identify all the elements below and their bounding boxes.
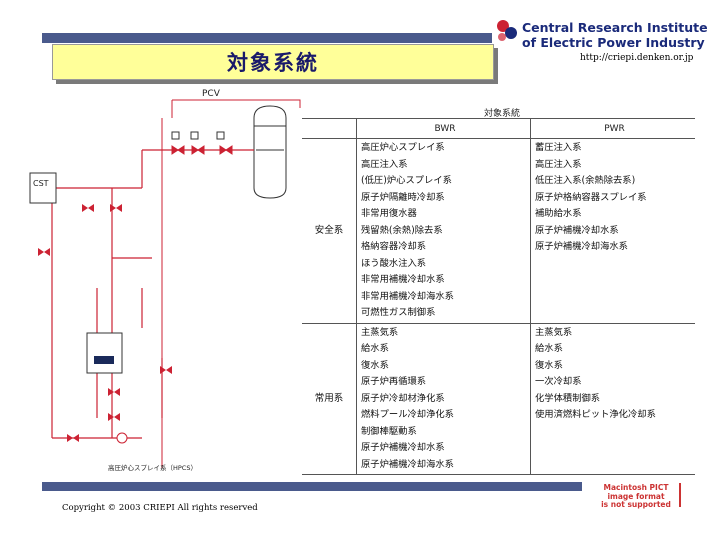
bwr-system-item: 原子炉再循環系 xyxy=(361,376,427,387)
criepi-logo: Central Research Institute of Electric P… xyxy=(494,14,708,54)
bwr-system-item: 復水系 xyxy=(361,359,389,371)
pwr-system-item: 給水系 xyxy=(535,343,563,354)
pwr-system-item: 化学体積制御系 xyxy=(535,392,601,404)
pwr-system-item: 低圧注入系(余熱除去系) xyxy=(535,175,636,186)
bwr-system-item: 原子炉冷却材浄化系 xyxy=(361,392,445,404)
page-title: 対象系統 xyxy=(227,51,319,75)
bwr-system-item: 原子炉補機冷却水系 xyxy=(361,442,445,453)
bwr-system-item: ほう酸水注入系 xyxy=(361,257,427,269)
category-cell: 安全系 xyxy=(302,138,357,324)
org-name-line1: Central Research Institute xyxy=(522,20,708,35)
pwr-system-item: 原子炉補機冷却海水系 xyxy=(535,241,628,252)
bwr-system-item: 原子炉隔離時冷却系 xyxy=(361,191,445,203)
header-bwr: BWR xyxy=(356,118,531,139)
pwr-cell: 蓄圧注入系高圧注入系低圧注入系(余熱除去系) 原子炉格納容器スプレイ系補助給水系原… xyxy=(530,138,695,324)
pwr-system-item: 原子炉補機冷却水系 xyxy=(535,224,619,236)
cst-label: CST xyxy=(33,179,49,188)
suppression-pool xyxy=(86,332,123,374)
target-systems-table: BWR PWR 安全系高圧炉心スプレイ系高圧注入系(低圧)炉心スプレイ系原子炉隔… xyxy=(302,118,695,475)
pcv-label: PCV xyxy=(202,89,221,99)
misc-valves xyxy=(38,204,172,442)
pwr-system-item: 原子炉格納容器スプレイ系 xyxy=(535,191,647,203)
pwr-system-item: 復水系 xyxy=(535,359,563,371)
cst-tank xyxy=(29,172,57,204)
pict-line-3: is not supported xyxy=(601,500,671,509)
bwr-system-item: 可燃性ガス制御系 xyxy=(361,307,436,318)
table-body: 安全系高圧炉心スプレイ系高圧注入系(低圧)炉心スプレイ系原子炉隔離時冷却系非常用… xyxy=(302,138,695,475)
hpcs-label: 高圧炉心スプレイ系（HPCS） xyxy=(108,463,197,472)
bwr-cell: 高圧炉心スプレイ系高圧注入系 (低圧)炉心スプレイ系原子炉隔離時冷却系非常用復水器… xyxy=(356,138,531,324)
bwr-system-item: 高圧炉心スプレイ系 xyxy=(361,142,445,153)
pwr-system-item: 主蒸気系 xyxy=(535,326,573,338)
pwr-system-item: 蓄圧注入系 xyxy=(535,142,582,153)
category-cell: 常用系 xyxy=(302,323,357,475)
pwr-system-item: 一次冷却系 xyxy=(535,376,582,387)
org-name-line2: of Electric Power Industry xyxy=(522,35,705,50)
bwr-system-item: 高圧注入系 xyxy=(361,158,408,170)
main-piping xyxy=(51,149,254,439)
bwr-system-item: 制御棒駆動系 xyxy=(361,425,417,437)
pict-line-2: image format xyxy=(607,491,665,501)
bwr-system-item: 格納容器冷却系 xyxy=(361,241,427,252)
pict-line-1: Macintosh PICT xyxy=(603,483,669,492)
table-row: 常用系主蒸気系給水系復水系原子炉再循環系原子炉冷却材浄化系燃料プール冷却浄化系制… xyxy=(302,323,695,475)
bwr-system-item: (低圧)炉心スプレイ系 xyxy=(361,175,452,186)
pwr-system-item: 使用済燃料ピット浄化冷却系 xyxy=(535,409,656,420)
category-label: 安全系 xyxy=(314,224,344,236)
pict-placeholder-image xyxy=(588,481,684,509)
category-label: 常用系 xyxy=(314,392,344,404)
top-valves xyxy=(171,131,233,155)
header-bar xyxy=(42,33,492,43)
org-url[interactable]: http://criepi.denken.or.jp xyxy=(580,53,694,63)
hpcs-system-diagram: PCV CST xyxy=(29,89,301,472)
bwr-system-item: 原子炉補機冷却海水系 xyxy=(361,458,454,470)
pict-unsupported-notice: Macintosh PICT image format is not suppo… xyxy=(588,483,684,510)
bwr-system-item: 給水系 xyxy=(361,343,389,354)
bwr-system-item: 残留熱(余熱)除去系 xyxy=(361,224,443,236)
header-category xyxy=(302,118,357,139)
title-box: 対象系統 xyxy=(52,44,494,80)
hpcs-pump xyxy=(116,432,128,444)
table-row: 安全系高圧炉心スプレイ系高圧注入系(低圧)炉心スプレイ系原子炉隔離時冷却系非常用… xyxy=(302,138,695,324)
bwr-system-item: 非常用補機冷却海水系 xyxy=(361,290,454,302)
pwr-system-item: 高圧注入系 xyxy=(535,158,582,170)
bwr-cell: 主蒸気系給水系復水系原子炉再循環系原子炉冷却材浄化系燃料プール冷却浄化系制御棒駆… xyxy=(356,323,531,475)
bwr-system-item: 燃料プール冷却浄化系 xyxy=(361,409,454,420)
pwr-system-item: 補助給水系 xyxy=(535,208,582,219)
bwr-system-item: 主蒸気系 xyxy=(361,326,399,338)
copyright-text: Copyright © 2003 CRIEPI All rights reser… xyxy=(62,503,258,513)
bwr-system-item: 非常用復水器 xyxy=(361,208,417,219)
pwr-cell: 主蒸気系給水系復水系一次冷却系化学体積制御系使用済燃料ピット浄化冷却系 xyxy=(530,323,695,475)
footer-bar xyxy=(42,482,582,491)
bwr-system-item: 非常用補機冷却水系 xyxy=(361,274,445,285)
table-title: 対象系統 xyxy=(484,109,521,119)
reactor-vessel xyxy=(253,105,287,199)
criepi-logo-icon xyxy=(497,20,517,41)
header-pwr: PWR xyxy=(530,118,695,139)
